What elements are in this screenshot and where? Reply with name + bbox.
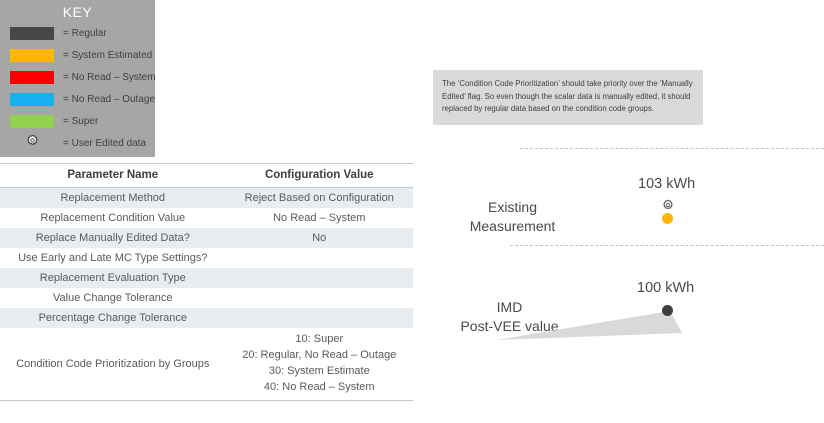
key-label-no-read-system: = No Read – System [63, 71, 156, 83]
key-item-super: = Super [0, 110, 155, 132]
table-header: Parameter Name Configuration Value [0, 163, 413, 188]
table-cell-value: Reject Based on Configuration [225, 187, 413, 208]
table-body: Replacement Method Reject Based on Confi… [0, 187, 413, 401]
key-swatch-wrap-regular [10, 26, 54, 40]
table-cell-parameter: Percentage Change Tolerance [0, 308, 226, 328]
data-point-marker-post-vee [662, 305, 673, 316]
key-item-regular: = Regular [0, 22, 155, 44]
key-label-user-edited: = User Edited data [63, 137, 147, 149]
key-item-no-read-system: = No Read – System [0, 66, 156, 88]
key-swatch-wrap-super [10, 114, 54, 128]
color-swatch-no-read-outage [10, 92, 54, 106]
key-swatch-wrap-no-read-outage [10, 92, 54, 106]
stage-label-post-vee: IMD Post-VEE value [460, 299, 559, 334]
user-edited-gear-icon [662, 198, 674, 216]
color-swatch-super [10, 114, 54, 128]
table-cell-value: 10: Super 20: Regular, No Read – Outage … [225, 328, 413, 401]
configuration-table: Parameter Name Configuration Value Repla… [0, 163, 413, 401]
table-cell-parameter: Replacement Evaluation Type [0, 268, 226, 288]
table-row: Replacement Condition Value No Read – Sy… [0, 208, 413, 228]
table-cell-parameter: Replacement Condition Value [0, 208, 226, 228]
key-swatch-wrap-system-estimated [10, 48, 54, 62]
table-cell-value [225, 308, 413, 328]
table-row: Replacement Evaluation Type [0, 268, 413, 288]
table-cell-value [225, 268, 413, 288]
stage-divider-2 [510, 245, 824, 246]
key-panel-title: KEY [62, 4, 93, 20]
stage-divider-1 [520, 148, 824, 149]
gear-icon [26, 134, 39, 152]
table-cell-parameter: Value Change Tolerance [0, 288, 226, 308]
table-cell-value: No [225, 228, 413, 248]
key-label-regular: = Regular [63, 27, 107, 39]
stage-value-post-vee: 100 kWh [637, 280, 695, 296]
key-item-system-estimated: = System Estimated [0, 44, 155, 66]
table-row: Value Change Tolerance [0, 288, 413, 308]
key-label-system-estimated: = System Estimated [63, 49, 153, 61]
table-header-parameter-name: Parameter Name [0, 163, 226, 188]
key-item-no-read-outage: = No Read – Outage [0, 88, 155, 110]
table-header-row: Parameter Name Configuration Value [0, 163, 413, 188]
table-cell-value: No Read – System [225, 208, 413, 228]
table-header-configuration-value: Configuration Value [225, 163, 413, 188]
key-label-no-read-outage: = No Read – Outage [63, 93, 156, 105]
stage-value-existing-measurement: 103 kWh [638, 176, 696, 192]
table-cell-value [225, 248, 413, 268]
callout-note: The ‘Condition Code Prioritization’ shou… [433, 70, 703, 125]
table-row: Use Early and Late MC Type Settings? [0, 248, 413, 268]
color-swatch-no-read-system [10, 70, 54, 84]
table-cell-parameter: Condition Code Prioritization by Groups [0, 328, 226, 401]
key-item-user-edited: = User Edited data [0, 132, 155, 154]
table-row: Percentage Change Tolerance [0, 308, 413, 328]
data-point-marker-existing-measurement [662, 213, 673, 224]
table-row: Replacement Method Reject Based on Confi… [0, 187, 413, 208]
table-row: Condition Code Prioritization by Groups … [0, 328, 413, 401]
vee-flow-diagram: IMD Pre-VEE value 100 kWh Existing Measu… [420, 0, 824, 423]
table-row: Replace Manually Edited Data? No [0, 228, 413, 248]
key-swatch-wrap-user-edited [10, 134, 54, 152]
table-cell-parameter: Replace Manually Edited Data? [0, 228, 226, 248]
key-swatch-wrap-no-read-system [10, 70, 54, 84]
key-panel: KEY = Regular = System Estimated = No Re… [0, 0, 156, 157]
stage-label-existing-measurement: Existing Measurement [469, 199, 556, 234]
table-cell-parameter: Use Early and Late MC Type Settings? [0, 248, 226, 268]
color-swatch-system-estimated [10, 48, 54, 62]
key-label-super: = Super [63, 115, 99, 127]
table-cell-parameter: Replacement Method [0, 187, 226, 208]
table-cell-value [225, 288, 413, 308]
color-swatch-regular [10, 26, 54, 40]
